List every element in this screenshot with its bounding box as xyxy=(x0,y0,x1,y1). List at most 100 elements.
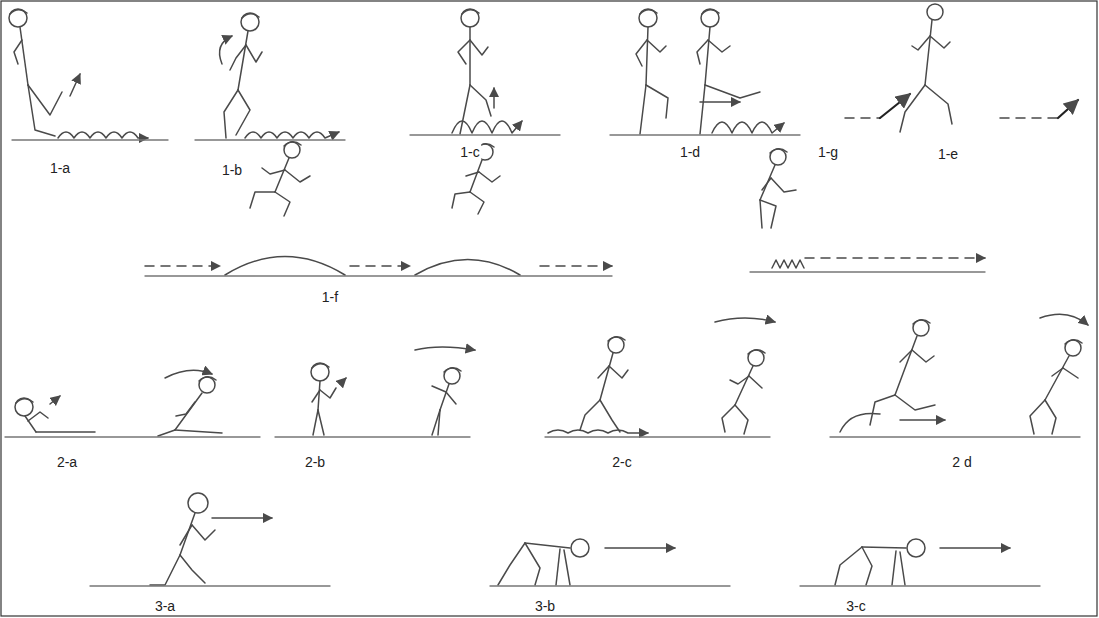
stick-figure xyxy=(36,431,95,433)
stick-figure xyxy=(830,314,1088,437)
stick-figure xyxy=(646,85,668,118)
stick-figure xyxy=(608,337,625,341)
stick-figure xyxy=(845,117,880,119)
stick-figure xyxy=(800,539,1040,586)
stick-figure xyxy=(749,376,762,388)
stick-figure xyxy=(176,402,195,416)
panel-label: 3-a xyxy=(153,598,177,614)
stick-figure xyxy=(715,318,775,322)
stick-figure xyxy=(10,10,27,14)
stick-figure xyxy=(284,142,301,146)
panel-label: 2-c xyxy=(610,454,633,470)
stick-figure xyxy=(580,400,600,430)
stick-figure xyxy=(1045,356,1069,400)
stick-figure xyxy=(180,525,192,545)
stick-figure xyxy=(458,40,470,64)
stick-figure xyxy=(525,543,570,548)
panel-label: 2-a xyxy=(55,454,79,470)
stick-figure xyxy=(895,336,917,395)
stick-figure xyxy=(145,142,612,276)
stick-figure xyxy=(900,419,945,421)
stick-figure xyxy=(571,539,589,557)
stick-figure xyxy=(175,430,222,433)
stick-figure xyxy=(545,318,775,437)
stick-figure xyxy=(9,9,27,27)
stick-figure xyxy=(880,94,910,118)
stick-figure xyxy=(705,27,710,85)
stick-figure xyxy=(760,200,776,228)
stick-figure xyxy=(246,45,262,62)
stick-figure xyxy=(1045,400,1056,434)
stick-figure xyxy=(639,9,657,27)
stick-figure xyxy=(452,121,522,133)
stick-figure xyxy=(930,36,950,48)
stick-figure xyxy=(250,192,275,208)
stick-figure xyxy=(470,40,488,55)
stick-figure xyxy=(600,353,613,400)
stick-figure xyxy=(90,585,330,586)
stick-figure xyxy=(490,585,730,586)
panel-label: 3-c xyxy=(844,598,867,614)
stick-figure xyxy=(479,172,500,182)
stick-figure xyxy=(238,31,248,90)
stick-figure xyxy=(700,85,705,134)
stick-figure xyxy=(158,430,175,436)
stick-figure xyxy=(1063,368,1078,378)
stick-figure xyxy=(540,265,612,267)
stick-figure xyxy=(318,381,320,410)
stick-figure xyxy=(262,168,285,174)
stick-figure xyxy=(311,363,329,381)
stick-figure xyxy=(175,393,202,430)
stick-figure xyxy=(180,513,195,555)
stick-figure xyxy=(145,275,612,276)
stick-figure xyxy=(50,396,60,404)
stick-figure xyxy=(835,547,862,585)
stick-figure xyxy=(5,436,260,437)
stick-figure xyxy=(748,350,765,354)
stick-figure xyxy=(1030,400,1045,434)
stick-figure xyxy=(913,320,929,336)
stick-figure xyxy=(493,88,495,108)
stick-figure xyxy=(895,395,935,410)
stick-figure xyxy=(469,27,471,85)
stick-figure xyxy=(609,366,628,378)
stick-figure xyxy=(28,412,48,421)
stick-figure xyxy=(432,386,446,392)
stick-figure xyxy=(640,10,657,14)
stick-figure xyxy=(800,585,1040,586)
stick-figure xyxy=(1052,368,1063,376)
stick-figure xyxy=(212,517,272,519)
stick-figure xyxy=(224,90,238,138)
stick-figure xyxy=(58,132,148,138)
panel-label: 1-f xyxy=(320,289,340,305)
stick-figure xyxy=(199,377,215,393)
stick-figure xyxy=(722,405,735,432)
stick-figure xyxy=(830,436,1080,437)
stick-figure xyxy=(440,384,449,410)
stick-figure xyxy=(712,122,784,133)
stick-figure xyxy=(862,547,872,585)
stick-figure xyxy=(770,149,786,165)
stick-figure xyxy=(750,271,985,272)
stick-figure xyxy=(12,139,168,140)
stick-figure xyxy=(470,160,482,192)
stick-figure xyxy=(444,368,461,372)
stick-figure xyxy=(730,376,749,384)
stick-figure xyxy=(452,192,470,208)
stick-figure xyxy=(446,392,456,404)
stick-figure xyxy=(940,547,1010,549)
stick-figure xyxy=(28,85,55,136)
stick-figure xyxy=(470,192,484,214)
stick-figure xyxy=(16,399,33,403)
stick-figure xyxy=(697,40,708,64)
stick-figure xyxy=(925,85,952,124)
stick-figure xyxy=(892,551,896,585)
stick-figure xyxy=(180,555,205,583)
stick-figure xyxy=(313,410,318,435)
stick-figure xyxy=(1000,117,1058,119)
stick-figure xyxy=(927,4,943,20)
stick-figure xyxy=(636,40,647,66)
